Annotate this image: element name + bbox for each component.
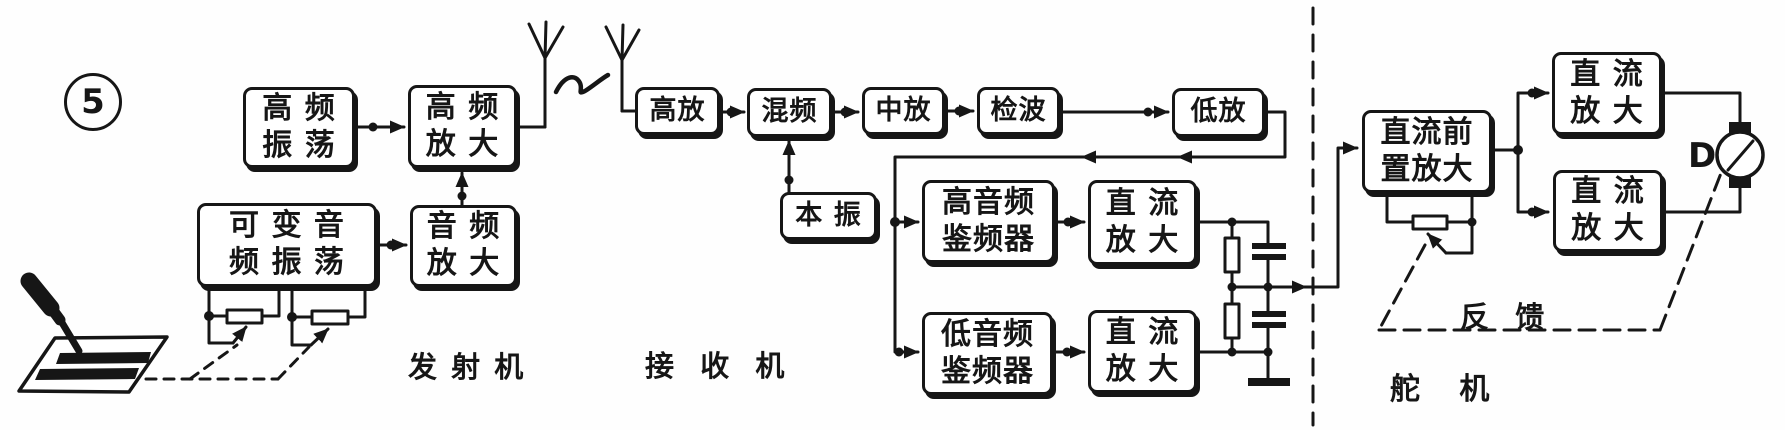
- capacitor-icon: [1252, 311, 1286, 328]
- tx-potentiometers: [204, 285, 367, 347]
- block-low-af-discriminator: 低音频 鉴频器: [922, 312, 1053, 395]
- block-hf-oscillator: 高 频 振 荡: [243, 87, 355, 168]
- block-high-af-discriminator: 高音频 鉴频器: [922, 180, 1055, 263]
- block-variable-af-oscillator: 可 变 音 频 振 荡: [197, 203, 377, 287]
- block-if-amplifier: 中放: [862, 87, 945, 135]
- tx-antenna-icon: [527, 20, 565, 129]
- receiver-wires: [718, 104, 1287, 359]
- potentiometer-icon: [225, 308, 264, 325]
- block-dc-preamplifier: 直流前 置放大: [1362, 110, 1492, 193]
- block-dc-amplifier-low: 直 流 放 大: [1088, 310, 1197, 393]
- capacitor-icon: [1252, 243, 1286, 260]
- block-af-amplifier: 音 频 放 大: [410, 205, 517, 287]
- radio-wave-icon: [553, 72, 611, 95]
- block-servo-dc-amplifier-top: 直 流 放 大: [1552, 52, 1662, 135]
- feedback-label: 反 馈: [1460, 300, 1547, 334]
- block-rf-amplifier: 高放: [635, 87, 720, 135]
- transmitter-label: 发 射 机: [408, 350, 526, 384]
- rx-antenna-icon: [604, 23, 641, 113]
- potentiometer-icon: [310, 309, 350, 326]
- figure-number: 5: [81, 82, 105, 122]
- figure-number-badge: 5: [64, 73, 122, 131]
- block-local-oscillator: 本 振: [780, 192, 877, 240]
- block-hf-amplifier: 高 频 放 大: [408, 85, 517, 168]
- feedback-potentiometer-icon: [1385, 191, 1477, 255]
- block-dc-amplifier-high: 直 流 放 大: [1088, 180, 1197, 265]
- feedback-dashed-line: [1377, 166, 1725, 332]
- receiver-label: 接 收 机: [645, 349, 787, 383]
- joystick-icon: [17, 272, 169, 394]
- mechanical-link-dashed-line: [144, 343, 311, 381]
- resistor-icon: [1223, 236, 1241, 274]
- block-mixer: 混频: [747, 88, 832, 137]
- block-lf-amplifier: 低放: [1172, 88, 1265, 137]
- motor-label: D: [1688, 136, 1717, 176]
- block-servo-dc-amplifier-bottom: 直 流 放 大: [1553, 170, 1663, 252]
- ground-icon: [1248, 378, 1290, 386]
- resistor-icon: [1223, 302, 1241, 340]
- rc-network: [1195, 141, 1359, 386]
- servo-label: 舵 机: [1390, 372, 1492, 407]
- transmitter-wires: [353, 120, 547, 252]
- block-detector: 检波: [977, 87, 1060, 135]
- motor-icon: [1715, 122, 1765, 188]
- servo-wires: [1490, 86, 1742, 219]
